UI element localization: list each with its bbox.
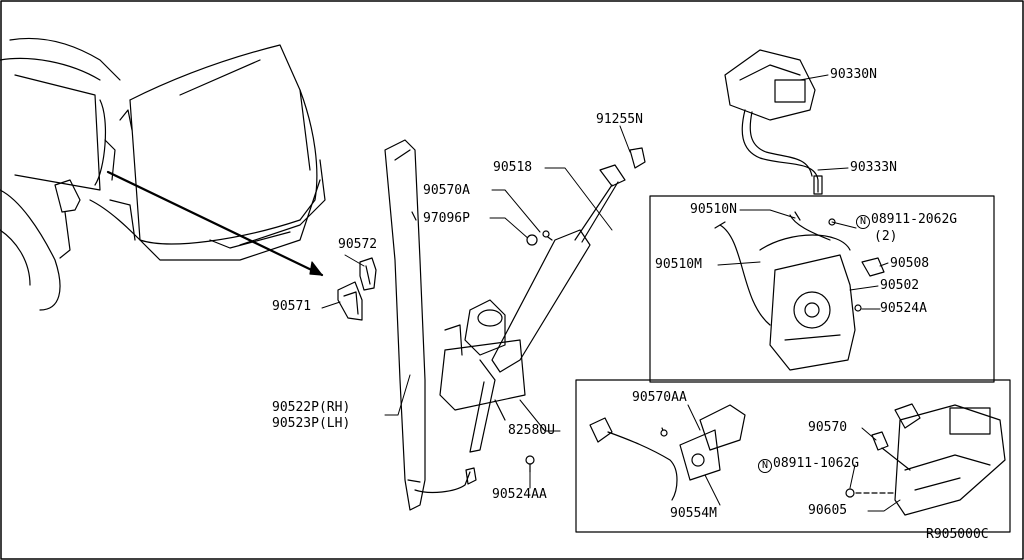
latch-assembly [714,211,885,371]
pillar-trim [384,139,477,511]
label-90502: 90502 [880,278,920,293]
handle-subassembly-box [575,379,1011,533]
label-quantity: (2) [874,229,898,244]
label-90333N: 90333N [850,160,897,175]
actuator-assembly [439,147,646,453]
label-90508: 90508 [890,256,930,271]
outside-handle [845,403,1006,516]
bracket-parts [337,257,377,321]
n-mark-icon: N [758,459,772,473]
label-08911-2062G-text: 08911-2062G [871,212,958,227]
label-90605: 90605 [808,503,848,518]
label-08911-1062G-text: 08911-1062G [773,456,860,471]
vehicle-rear-illustration [0,37,326,311]
label-82580U: 82580U [508,423,555,438]
label-91255N: 91255N [596,112,643,127]
fasteners [525,230,668,473]
label-90510M: 90510M [655,257,702,272]
release-actuator [589,404,746,501]
arrow-head-icon [309,261,323,276]
label-90570AA: 90570AA [632,390,687,405]
n-mark-icon: N [856,215,870,229]
lock-unit [724,49,823,195]
label-90522P: 90522P(RH) [272,400,351,415]
label-90510N: 90510N [690,202,737,217]
label-90523P: 90523P(LH) [272,416,351,431]
label-90524A: 90524A [880,301,927,316]
label-90330N: 90330N [830,67,877,82]
leader-lines [321,74,901,512]
location-arrow [106,170,324,277]
label-97096P: 97096P [423,211,470,226]
label-90518: 90518 [493,160,533,175]
latch-subassembly-box [649,195,995,383]
reference-code: R905000C [926,527,989,542]
label-90554M: 90554M [670,506,717,521]
label-90572: 90572 [338,237,378,252]
label-90570: 90570 [808,420,848,435]
label-90570A: 90570A [423,183,470,198]
label-90571: 90571 [272,299,312,314]
label-90524AA: 90524AA [492,487,547,502]
